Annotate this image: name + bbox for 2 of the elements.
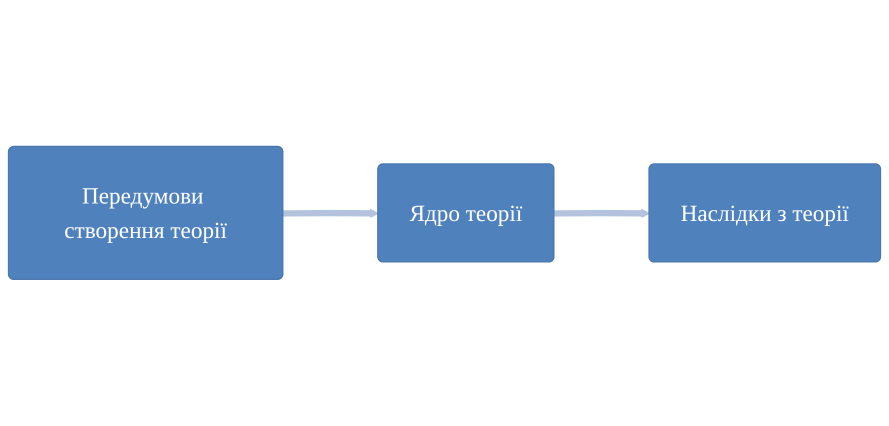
- arrow: [283, 208, 379, 218]
- arrow: [554, 208, 650, 218]
